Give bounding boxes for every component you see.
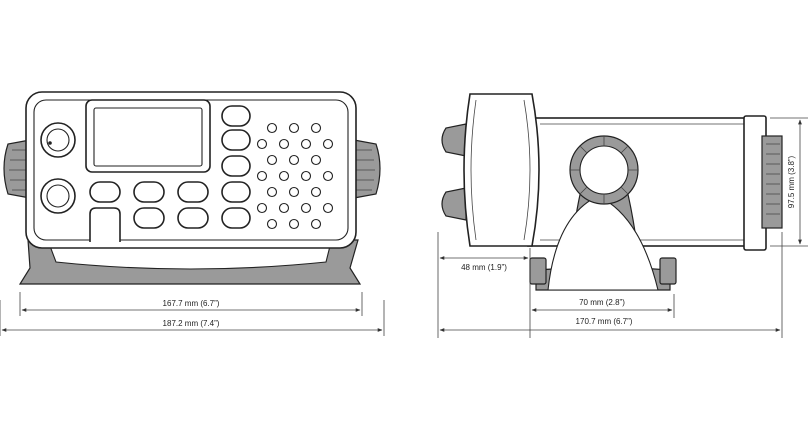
front-view: 167.7 mm (6.7”) 187.2 mm (7.4”) bbox=[0, 91, 385, 336]
side-bracket bbox=[529, 135, 677, 291]
front-right-knob bbox=[353, 139, 381, 199]
side-knob-bottom bbox=[441, 187, 467, 221]
key bbox=[221, 181, 251, 203]
speaker-hole bbox=[278, 202, 290, 214]
speaker-hole bbox=[266, 154, 278, 166]
speaker-hole bbox=[310, 186, 322, 198]
speaker-hole bbox=[256, 138, 268, 150]
speaker-hole bbox=[288, 122, 300, 134]
speaker-hole bbox=[266, 122, 278, 134]
channel-knob bbox=[40, 178, 76, 214]
display-glass bbox=[93, 107, 203, 167]
speaker-hole bbox=[310, 154, 322, 166]
rear-connector bbox=[761, 135, 783, 229]
key bbox=[89, 181, 121, 203]
front-left-knob bbox=[3, 139, 31, 199]
dim-front-inner-width: 167.7 mm (6.7”) bbox=[163, 299, 220, 308]
speaker-hole bbox=[288, 218, 300, 230]
front-bracket bbox=[18, 239, 362, 285]
front-keypad bbox=[89, 105, 251, 242]
key bbox=[221, 105, 251, 127]
key bbox=[177, 207, 209, 229]
speaker-hole bbox=[278, 170, 290, 182]
speaker-hole bbox=[288, 186, 300, 198]
front-dimensions: 167.7 mm (6.7”) 187.2 mm (7.4”) bbox=[0, 292, 385, 336]
speaker-hole bbox=[322, 170, 334, 182]
speaker-hole bbox=[256, 202, 268, 214]
speaker-hole bbox=[300, 170, 312, 182]
key bbox=[221, 129, 251, 151]
bracket-knob bbox=[569, 135, 639, 205]
side-view: 48 mm (1.9”) 70 mm (2.8”) 170.7 mm (6.7”… bbox=[437, 93, 808, 338]
key bbox=[221, 207, 251, 229]
dim-side-depth: 48 mm (1.9”) bbox=[461, 263, 507, 272]
side-knob-top bbox=[441, 123, 467, 157]
dim-body-height: 97.5 mm (3.8”) bbox=[787, 155, 796, 208]
speaker-hole bbox=[300, 138, 312, 150]
speaker-hole bbox=[322, 138, 334, 150]
key bbox=[221, 155, 251, 177]
side-front-panel bbox=[463, 93, 540, 247]
speaker-hole bbox=[266, 218, 278, 230]
speaker-hole bbox=[278, 138, 290, 150]
key bbox=[133, 181, 165, 203]
volume-knob bbox=[40, 122, 76, 158]
speaker-hole bbox=[322, 202, 334, 214]
key bbox=[133, 207, 165, 229]
dim-front-overall-width: 187.2 mm (7.4”) bbox=[163, 319, 220, 328]
speaker-hole bbox=[310, 122, 322, 134]
dim-side-overall: 170.7 mm (6.7”) bbox=[576, 317, 633, 326]
side-dimensions: 48 mm (1.9”) 70 mm (2.8”) 170.7 mm (6.7”… bbox=[437, 117, 808, 338]
mic-socket bbox=[89, 207, 121, 242]
speaker-hole bbox=[300, 202, 312, 214]
speaker-hole bbox=[288, 154, 300, 166]
dim-bracket-width: 70 mm (2.8”) bbox=[579, 298, 625, 307]
key bbox=[177, 181, 209, 203]
speaker-hole bbox=[256, 170, 268, 182]
speaker-hole bbox=[266, 186, 278, 198]
side-housing bbox=[527, 117, 751, 247]
speaker-hole bbox=[310, 218, 322, 230]
speaker-grille bbox=[256, 122, 334, 230]
